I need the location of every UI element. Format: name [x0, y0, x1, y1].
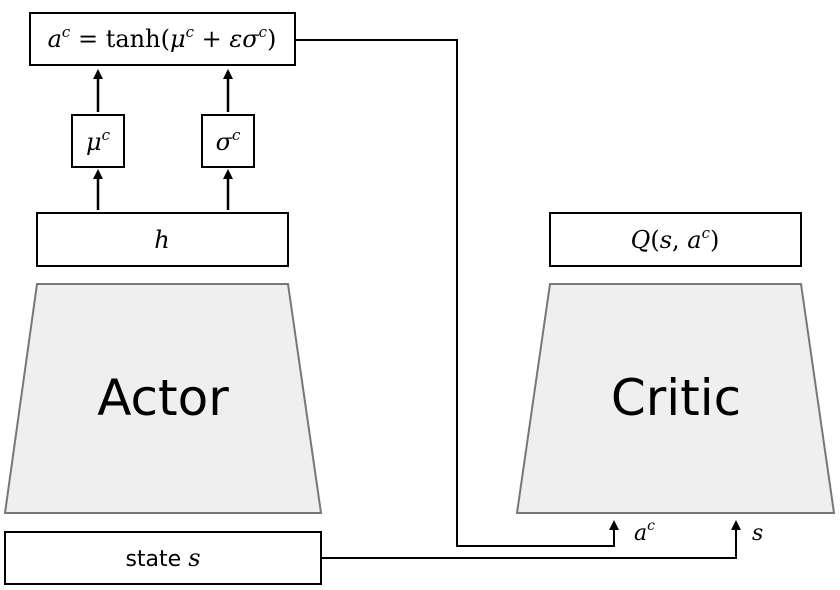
actor-network: Actor [3, 283, 323, 514]
svg-text:h: h [154, 226, 169, 254]
svg-text:state s: state s [125, 544, 200, 572]
action-formula-text: ac = tanh(μc + εσc) [48, 23, 277, 53]
action-formula-node: ac = tanh(μc + εσc) [29, 12, 296, 66]
critic-input-state-label: s [752, 521, 763, 546]
q-value-text: Q(s, ac) [631, 224, 720, 254]
hidden-node: h [36, 212, 289, 267]
critic-network: Critic [515, 283, 836, 514]
q-value-node: Q(s, ac) [549, 212, 802, 267]
arrow-state-to-critic [321, 520, 741, 559]
state-node: state s [4, 531, 322, 585]
critic-label: Critic [611, 369, 741, 427]
actor-label: Actor [97, 369, 229, 427]
svg-text:σc: σc [216, 126, 241, 156]
sigma-node: σc [201, 114, 255, 168]
svg-text:μc: μc [86, 126, 111, 156]
mu-node: μc [71, 114, 125, 168]
critic-input-action-label: ac [634, 518, 655, 546]
arrow-action-to-critic [296, 39, 619, 547]
